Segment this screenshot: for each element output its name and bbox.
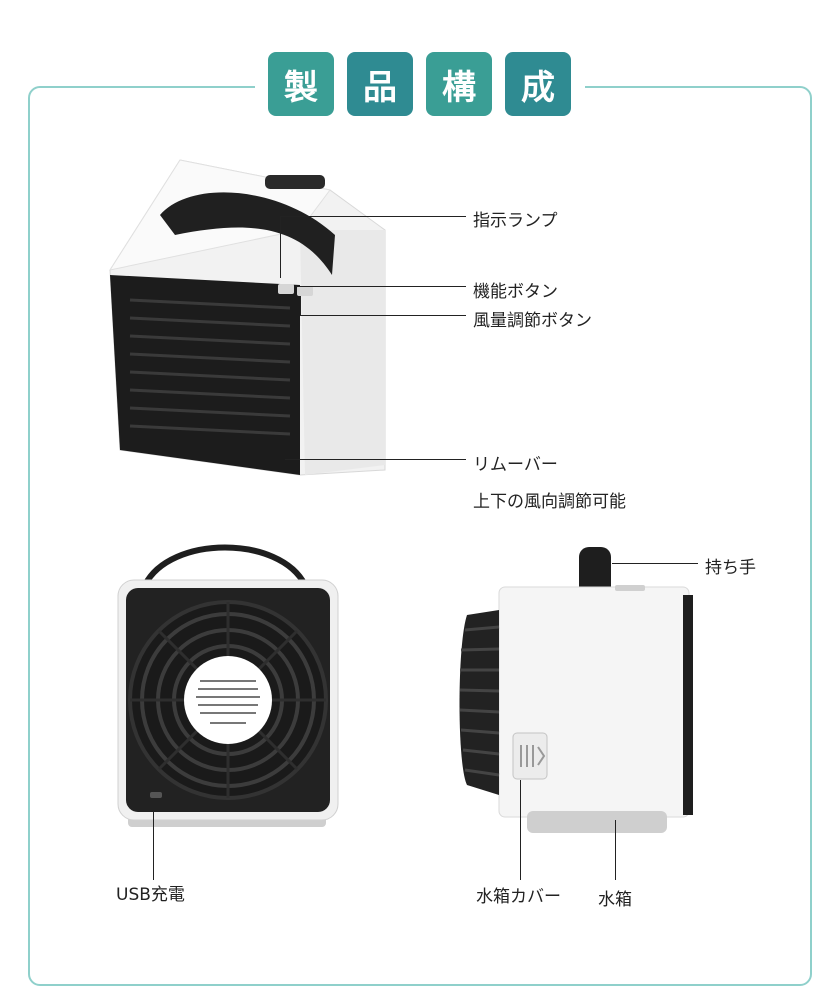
product-side-image	[459, 547, 693, 833]
label-indicator-lamp: 指示ランプ	[473, 211, 558, 231]
leader-water-tank	[615, 820, 616, 880]
label-water-tank: 水箱	[598, 890, 632, 910]
leader-fan-speed-button-drop	[300, 296, 301, 316]
label-fan-speed-button: 風量調節ボタン	[473, 311, 592, 331]
leader-handle	[612, 563, 698, 564]
label-louver-note: 上下の風向調節可能	[473, 492, 626, 512]
product-front-angle-image	[108, 159, 386, 476]
leader-function-button	[296, 286, 466, 287]
label-usb-charge: USB充電	[116, 885, 185, 905]
title-char-1: 製	[268, 52, 334, 116]
label-louver: リムーバー	[473, 455, 558, 475]
leader-usb	[153, 800, 154, 880]
leader-water-tank-cover	[520, 780, 521, 880]
label-function-button: 機能ボタン	[473, 282, 558, 302]
leader-louver	[285, 459, 466, 460]
title-char-4: 成	[505, 52, 571, 116]
leader-indicator-lamp	[280, 216, 466, 217]
product-rear-image	[117, 544, 339, 827]
title-char-3: 構	[426, 52, 492, 116]
title-char-2: 品	[347, 52, 413, 116]
leader-fan-speed-button	[300, 315, 466, 316]
leader-indicator-lamp-drop	[280, 216, 281, 278]
label-handle: 持ち手	[705, 558, 756, 578]
label-water-tank-cover: 水箱カバー	[476, 887, 561, 907]
